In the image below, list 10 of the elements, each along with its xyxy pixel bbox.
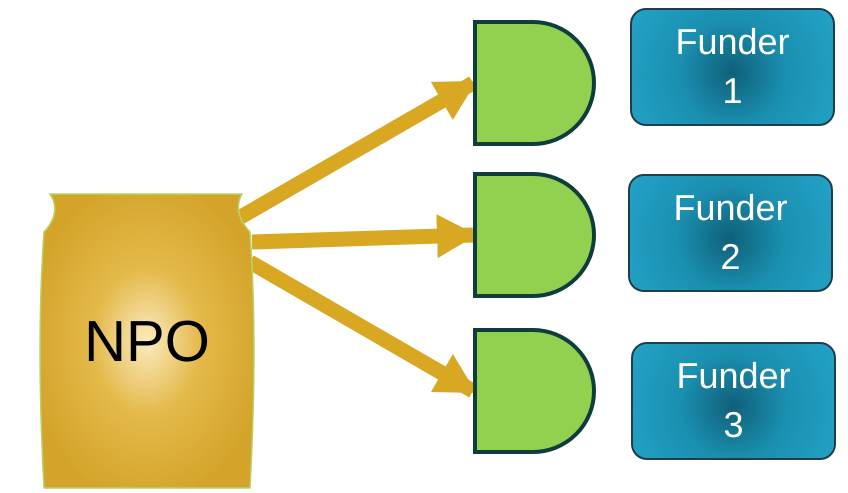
node-label: Funder 3 [676, 354, 791, 447]
node-label: Funder 2 [673, 186, 788, 279]
d-shape [473, 328, 596, 454]
node-label: NPO [84, 308, 210, 374]
funder-box [628, 174, 833, 292]
d-shape [473, 20, 596, 146]
node-label: Funder 1 [675, 20, 790, 113]
funder-box [630, 8, 835, 126]
d-shape [473, 172, 596, 298]
funder-box [631, 342, 836, 460]
